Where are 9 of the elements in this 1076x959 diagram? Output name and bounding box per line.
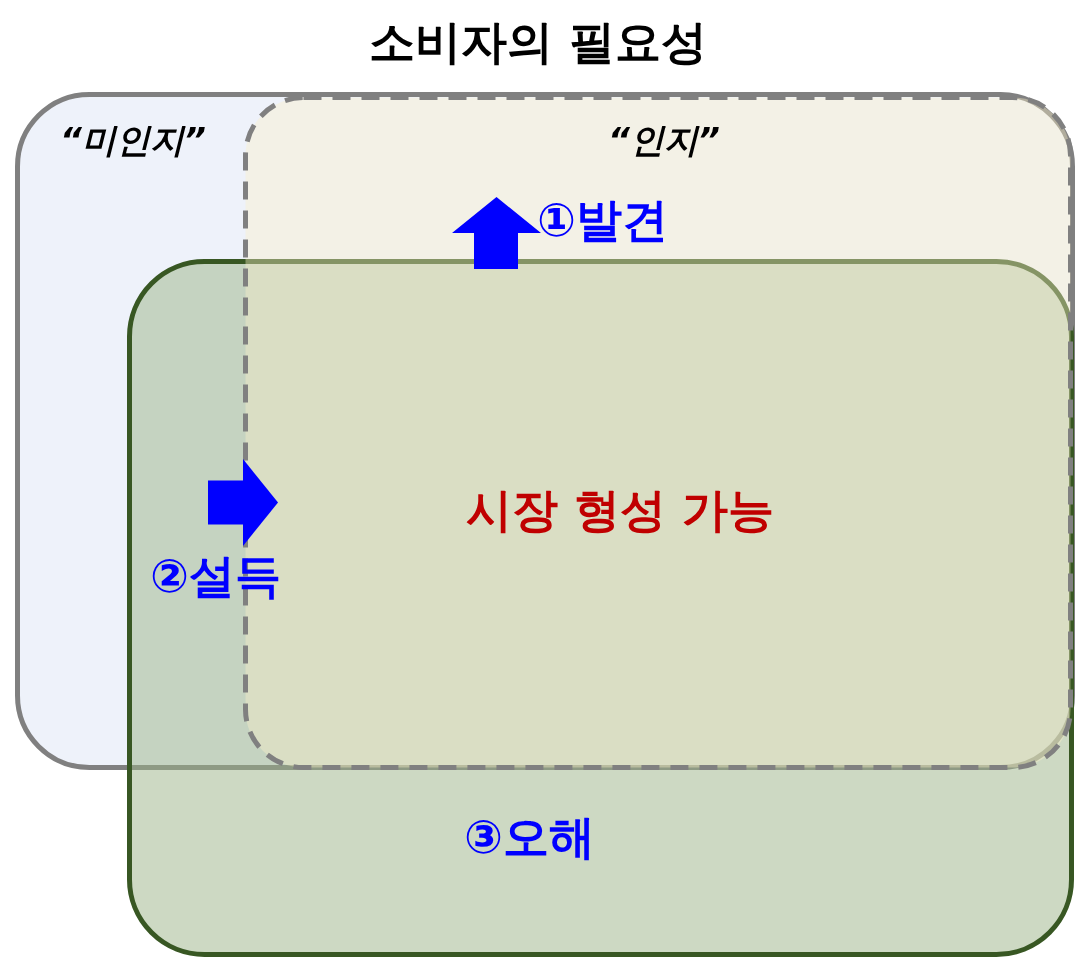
venn-region [127, 259, 1074, 957]
region-title: “미인지” [60, 121, 206, 161]
step-label: ②설득 [150, 550, 281, 603]
title: 소비자의 필요성 [369, 16, 707, 69]
region-label: 시장 형성 가능 [466, 484, 775, 537]
region-title: “인지” [608, 121, 720, 161]
venn-region [15, 92, 1075, 770]
step-label: ①발견 [537, 194, 668, 247]
step-label: ③오해 [464, 811, 595, 864]
